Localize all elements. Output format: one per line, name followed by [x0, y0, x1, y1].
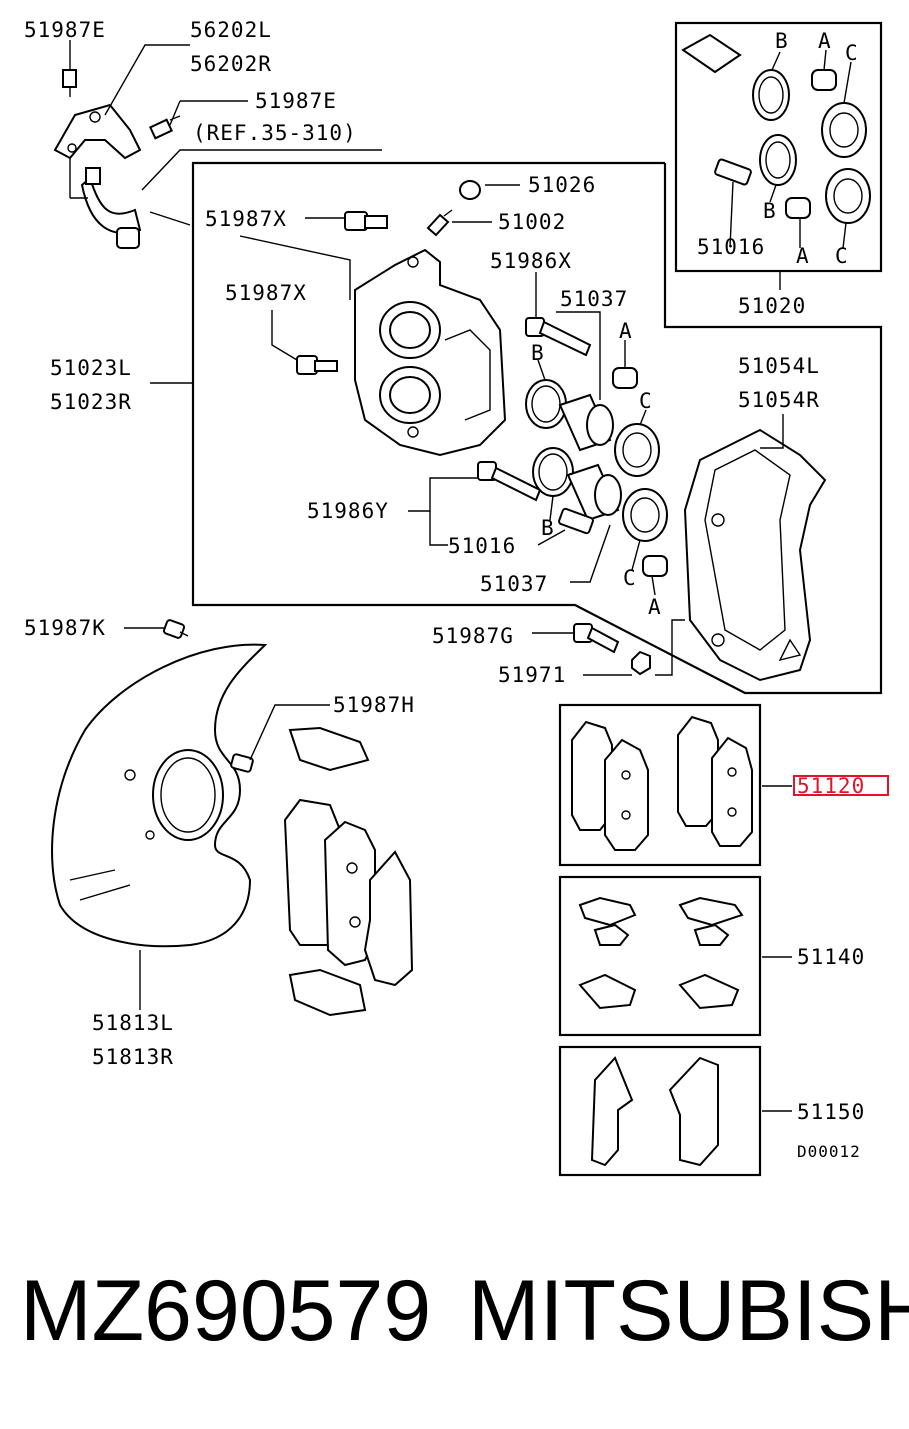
seal-kit-box: [674, 21, 883, 273]
part-number: MZ690579: [20, 1263, 431, 1359]
label-51813R: 51813R: [92, 1045, 174, 1069]
hose-bracket-drawing: [53, 69, 181, 249]
letter-c: C: [623, 566, 637, 590]
letter-c: C: [639, 389, 653, 413]
label-51023R: 51023R: [50, 390, 132, 414]
highlight-box: [793, 775, 889, 796]
label-51987G: 51987G: [432, 624, 514, 648]
label-51140: 51140: [797, 945, 865, 969]
label-51987X-a: 51987X: [205, 207, 287, 231]
clip-kit-box: [558, 875, 762, 1037]
letter-c: C: [845, 41, 859, 65]
letter-c: C: [835, 244, 849, 268]
letter-b: B: [763, 199, 777, 223]
label-51016-b: 51016: [697, 235, 765, 259]
dust-shield-drawing: [51, 619, 268, 948]
label-51054R: 51054R: [738, 388, 820, 412]
label-51002: 51002: [498, 210, 566, 234]
leader-lines: [69, 40, 852, 1112]
label-56202L: 56202L: [190, 18, 272, 42]
label-51986X: 51986X: [490, 249, 572, 273]
letter-a: A: [619, 319, 633, 343]
label-51150: 51150: [797, 1100, 865, 1124]
clip-kit-drawing: [578, 896, 744, 1010]
label-51023L: 51023L: [50, 356, 132, 380]
label-drawing-code: D00012: [797, 1142, 861, 1161]
label-51120: 51120: [797, 774, 865, 798]
caliper-group-frame: [191, 161, 883, 695]
brand-name: MITSUBISHI: [468, 1263, 909, 1359]
pad-set-drawing: [571, 715, 753, 851]
mount-bolt-drawing: [573, 623, 651, 676]
label-51987X-b: 51987X: [225, 281, 307, 305]
label-51987K: 51987K: [24, 616, 106, 640]
seal-kit-drawing: [681, 33, 871, 224]
letter-b: B: [541, 516, 555, 540]
letter-b: B: [775, 29, 789, 53]
letter-b: B: [531, 341, 545, 365]
label-51037-a: 51037: [560, 287, 628, 311]
label-51813L: 51813L: [92, 1011, 174, 1035]
label-51020: 51020: [738, 294, 806, 318]
label-51987E-mid: 51987E: [255, 89, 337, 113]
letter-a: A: [818, 29, 832, 53]
letter-a: A: [796, 244, 810, 268]
label-51971: 51971: [498, 663, 566, 687]
caliper-body-drawing: [296, 180, 668, 577]
caliper-support-drawing: [683, 428, 827, 682]
letter-a: A: [648, 595, 662, 619]
label-51987E-top: 51987E: [24, 18, 106, 42]
pads-center-drawing: [283, 726, 414, 1017]
label-51054L: 51054L: [738, 354, 820, 378]
shim-kit-drawing: [590, 1056, 719, 1167]
label-ref: (REF.35-310): [193, 121, 357, 145]
label-51026: 51026: [528, 173, 596, 197]
label-51987H: 51987H: [333, 693, 415, 717]
shim-kit-box: [558, 1045, 762, 1177]
label-56202R: 56202R: [190, 52, 272, 76]
label-51016-a: 51016: [448, 534, 516, 558]
pad-set-box: [558, 703, 762, 867]
label-51037-b: 51037: [480, 572, 548, 596]
label-51986Y: 51986Y: [307, 499, 389, 523]
